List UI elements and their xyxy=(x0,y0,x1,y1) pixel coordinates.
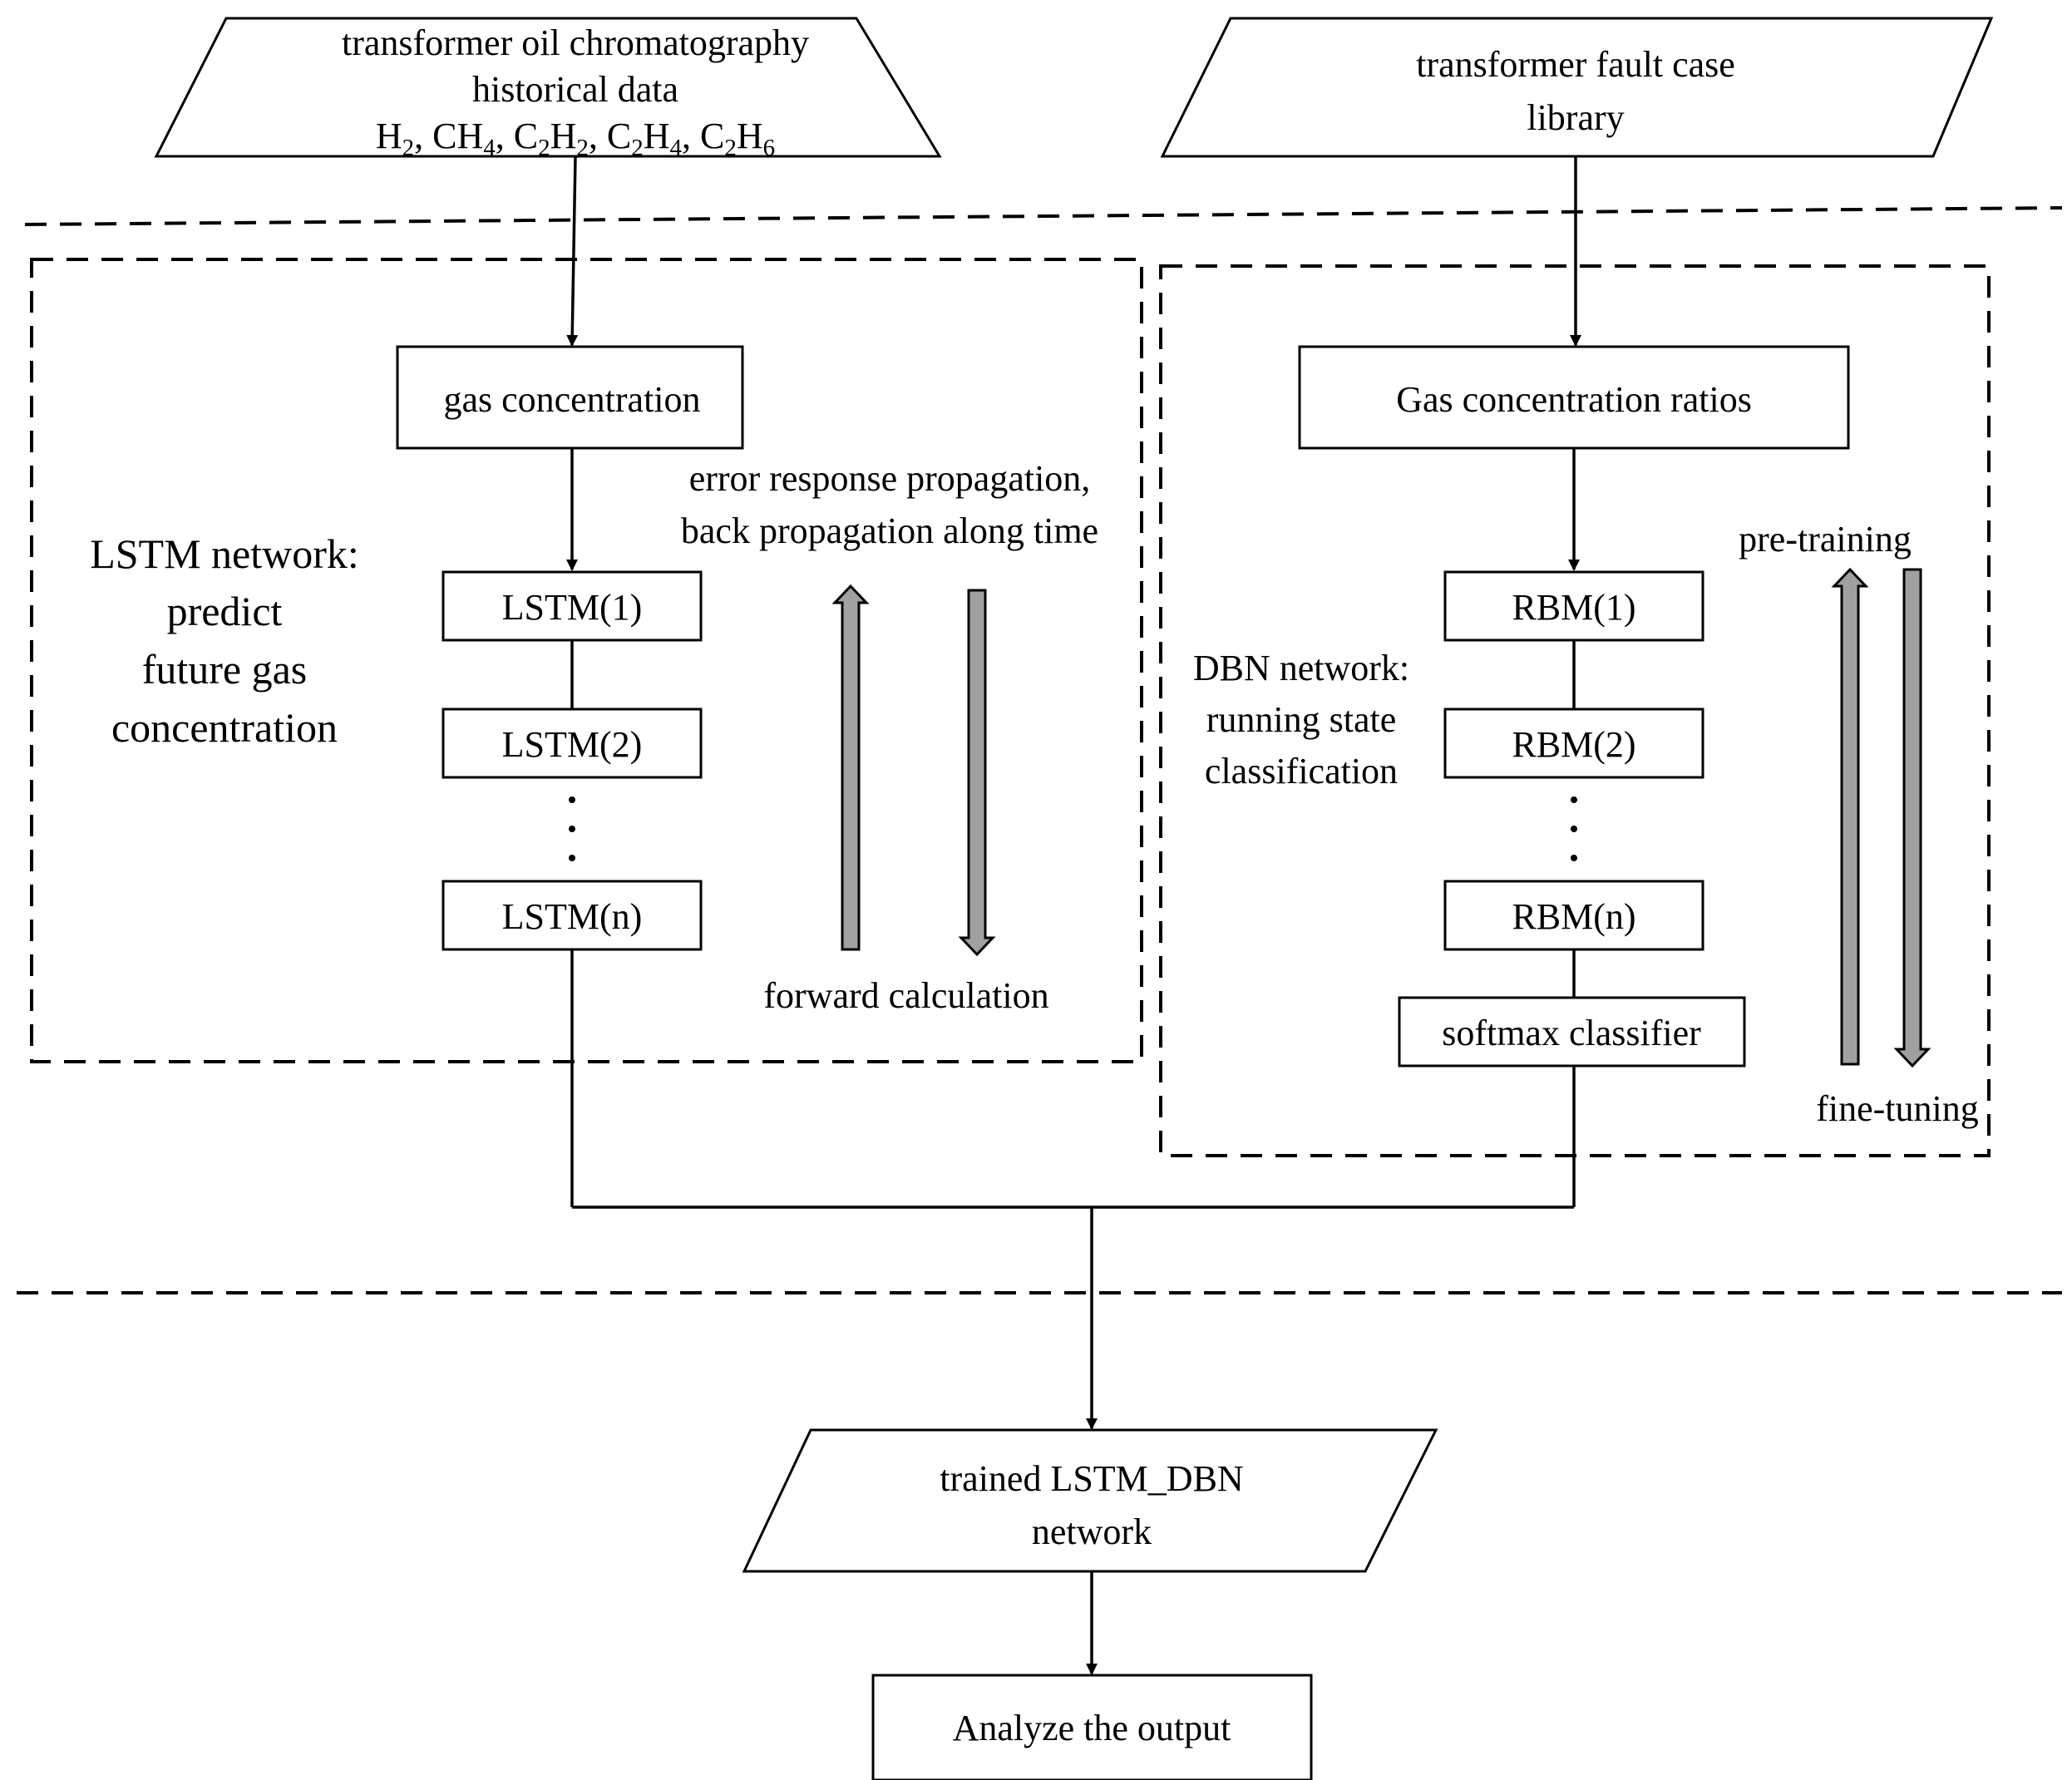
lstm-layer-2-box xyxy=(442,708,703,779)
gas-ratios-box xyxy=(1298,345,1850,450)
lstm-layer-1-label: LSTM(1) xyxy=(502,587,643,628)
oil-chromatography-input-line-1: transformer oil chromatography xyxy=(342,22,809,63)
lstm-network-label-line-4: concentration xyxy=(111,704,338,751)
rbm-layer-2-label: RBM(2) xyxy=(1512,724,1635,765)
trained-network-line-1: trained LSTM_DBN xyxy=(940,1458,1243,1499)
oil-chromatography-input-shape xyxy=(154,17,942,158)
trained-network-line-2: network xyxy=(1032,1511,1152,1552)
analyze-output-label: Analyze the output xyxy=(953,1708,1231,1748)
rbm-layer-2-box xyxy=(1443,708,1704,779)
top-separator-line xyxy=(24,206,2063,226)
rbm-ellipsis-dot xyxy=(1571,796,1577,803)
oil-chromatography-input-line-2: historical data xyxy=(472,69,678,110)
dbn-network-label-line-3: classification xyxy=(1205,751,1398,791)
lstm-layer-n-box xyxy=(442,880,703,951)
gas-ratios-label: Gas concentration ratios xyxy=(1396,379,1752,420)
analyze-output-box xyxy=(871,1674,1313,1780)
softmax-classifier-label: softmax classifier xyxy=(1442,1013,1701,1053)
lstm-network-label-line-2: predict xyxy=(167,588,283,634)
backprop-label-line-2: back propagation along time xyxy=(681,510,1098,551)
dbn-network-label-line-1: DBN network: xyxy=(1193,648,1409,688)
backprop-label-line-1: error response propagation, xyxy=(689,458,1091,499)
dbn-network-label-line-2: running state xyxy=(1206,699,1397,740)
softmax-classifier-box xyxy=(1398,996,1746,1068)
lstm-network-label-line-3: future gas xyxy=(142,646,308,693)
fault-case-library-input-shape xyxy=(1160,17,1994,158)
rbm-layer-n-label: RBM(n) xyxy=(1512,896,1635,937)
gas-concentration-box xyxy=(396,345,744,450)
lstm-ellipsis-dot xyxy=(569,855,575,861)
rbm-layer-n-box xyxy=(1443,880,1704,951)
pre-training-up-arrow xyxy=(1831,567,1869,1066)
fault-case-library-line-1: transformer fault case xyxy=(1416,44,1735,85)
lstm-network-label-line-1: LSTM network: xyxy=(90,530,359,577)
lstm-region-dashed-box xyxy=(30,258,1143,1063)
lstm-ellipsis-dot xyxy=(569,826,575,832)
fine-tuning-label: fine-tuning xyxy=(1816,1088,1979,1129)
gas-concentration-label: gas concentration xyxy=(443,379,700,420)
fine-tuning-down-arrow xyxy=(1893,568,1931,1068)
trained-network-shape xyxy=(742,1428,1438,1573)
pre-training-label: pre-training xyxy=(1739,519,1912,560)
forward-down-arrow xyxy=(958,589,996,957)
lstm-layer-n-label: LSTM(n) xyxy=(502,896,643,937)
rbm-layer-1-box xyxy=(1443,570,1704,642)
rbm-layer-1-label: RBM(1) xyxy=(1512,587,1635,628)
rbm-ellipsis-dot xyxy=(1571,855,1577,861)
lstm-ellipsis-dot xyxy=(569,796,575,803)
lstm-layer-2-label: LSTM(2) xyxy=(502,724,643,765)
forward-calculation-label: forward calculation xyxy=(763,975,1048,1016)
arrow-oil-to-gas-concentration xyxy=(566,155,579,347)
fault-case-library-line-2: library xyxy=(1527,97,1624,138)
rbm-ellipsis-dot xyxy=(1571,826,1577,832)
backprop-up-arrow xyxy=(831,584,870,951)
gas-species-list: H2, CH4, C2H2, C2H4, C2H6 xyxy=(376,116,775,161)
